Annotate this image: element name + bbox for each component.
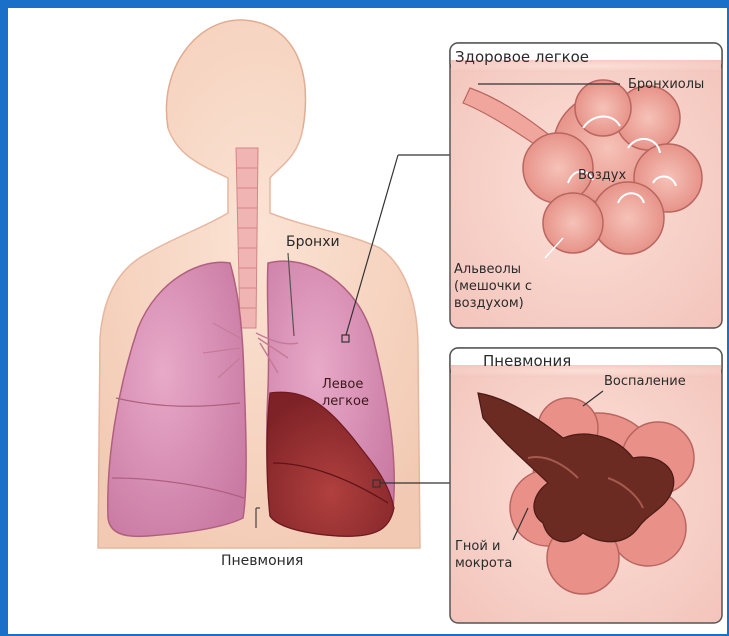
label-pneumonia-main: Пневмония <box>221 553 303 569</box>
pneumonia-panel-title: Пневмония <box>483 352 571 370</box>
trachea <box>236 148 258 328</box>
pneumonia-panel <box>450 348 722 623</box>
healthy-panel-title: Здоровое легкое <box>455 48 589 66</box>
label-air: Воздух <box>578 168 626 183</box>
label-bronchi: Бронхи <box>286 234 340 250</box>
label-bronchioles: Бронхиолы <box>628 77 704 92</box>
label-left-lung: Левое легкое <box>322 376 369 410</box>
diagram-canvas: Бронхи Левое легкое Пневмония Здоровое л… <box>8 8 727 634</box>
illustration <box>8 8 727 634</box>
label-alveoli: Альвеолы (мешочки с воздухом) <box>454 261 532 312</box>
label-inflammation: Воспаление <box>604 374 686 389</box>
label-pus-sputum: Гной и мокрота <box>455 538 512 572</box>
